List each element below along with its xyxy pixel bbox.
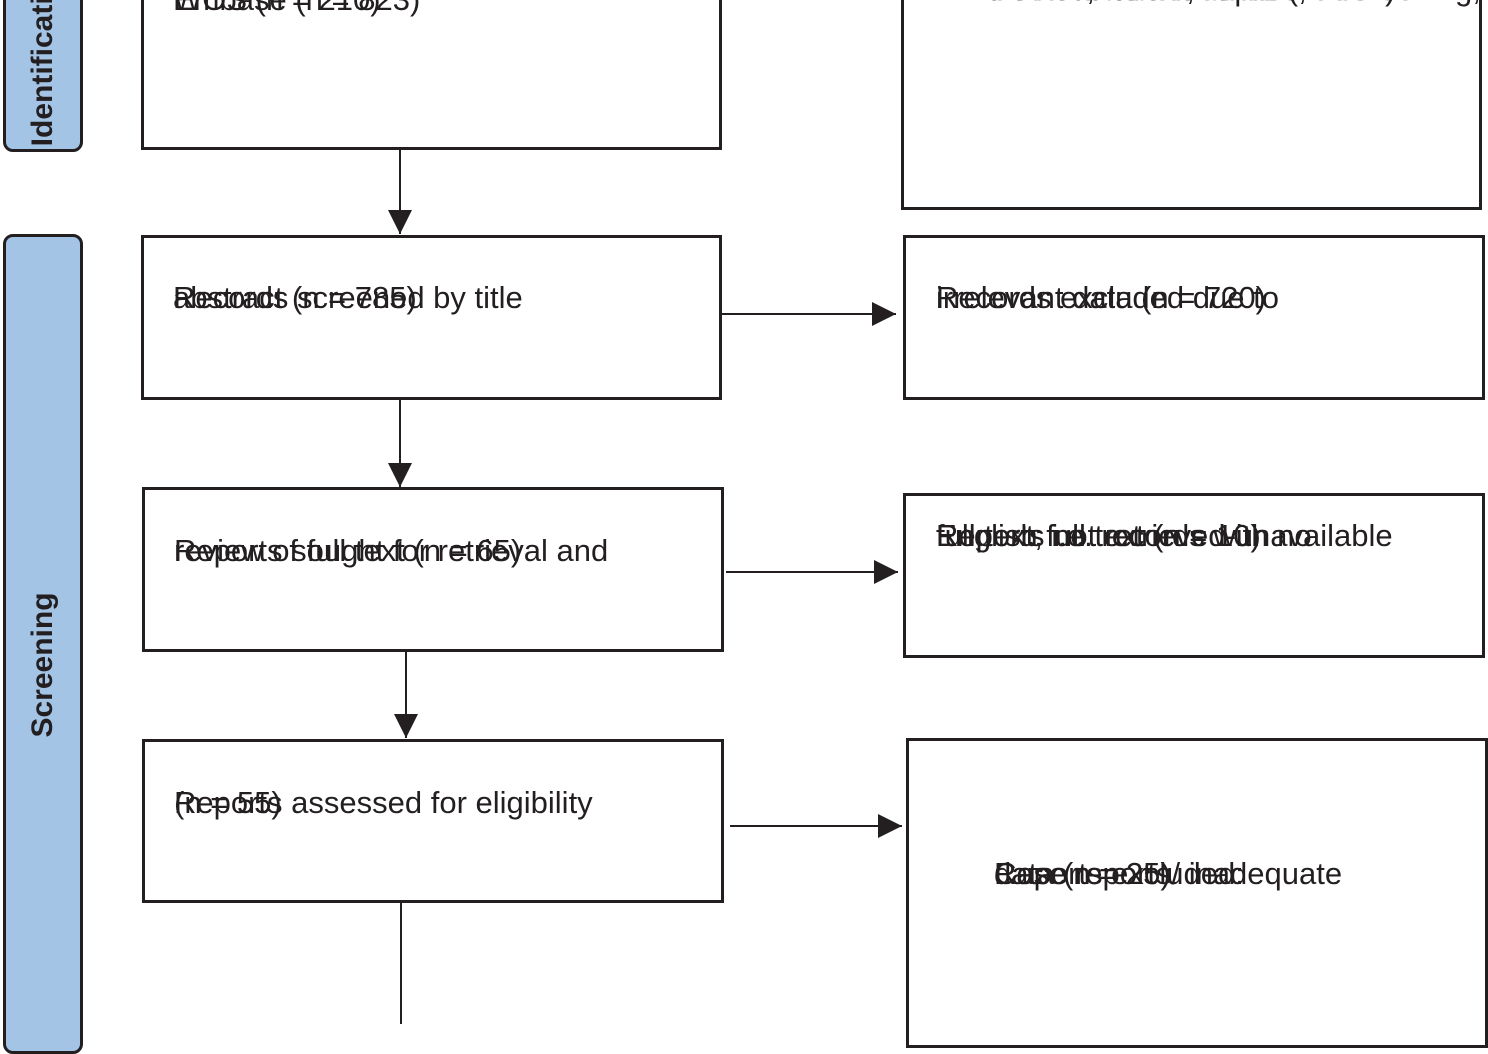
records-excluded-box: Records excluded due to irrelevant data … <box>903 235 1485 400</box>
removed-line: Records removed before screening; <box>988 0 1481 10</box>
reports-excluded-line: data (n = 25) <box>994 856 1171 891</box>
sought-line: Reports sought for retrieval and <box>174 533 609 568</box>
arrowhead-down <box>394 714 418 738</box>
excluded-line: irrelevant data (n = 720) <box>936 280 1266 315</box>
removed-line: articles, letter articles (n=232) <box>988 0 1395 10</box>
stage-identification-tab: Identification <box>3 0 83 152</box>
screened-line: Records screened by title <box>173 280 523 315</box>
not-retrieved-line: Reports not retrieved-unavailable <box>936 518 1393 553</box>
assessed-line: (n = 55) <box>174 785 282 820</box>
records-screened-box: Records screened by title abstract (n = … <box>141 235 722 400</box>
identified-records-box: Embase (n = 823) WOS (n = 210) <box>141 0 722 150</box>
flow-connectors <box>388 149 902 1024</box>
reports-excluded-box: Reports excluded: Case reports/ inadequa… <box>906 738 1488 1048</box>
removed-line: Comments and replies; i.e. <box>988 0 1357 10</box>
screened-line: abstract (n = 785) <box>173 280 417 315</box>
reports-excluded-line: Case reports/ inadequate <box>994 856 1343 891</box>
records-removed-box: Records removed before screening; Commen… <box>901 0 1482 210</box>
reports-sought-box: Reports sought for retrieval and review … <box>142 487 724 652</box>
reports-not-retrieved-box: Reports not retrieved-unavailable full t… <box>903 493 1485 658</box>
identified-line: Embase (n = 823) <box>173 0 420 20</box>
not-retrieved-line: full text; i.e. records with no <box>936 518 1312 553</box>
reports-assessed-box: Reports assessed for eligibility (n = 55… <box>142 739 724 903</box>
arrowhead-right <box>878 814 902 838</box>
arrowhead-down <box>388 210 412 234</box>
arrowheads <box>388 210 902 838</box>
reports-excluded-line: Reports excluded: <box>994 856 1244 891</box>
sought-line: review of full text (n = 65) <box>174 533 522 568</box>
identified-line: WOS (n = 210) <box>173 0 381 20</box>
removed-line: animal studies, review <box>988 0 1293 10</box>
arrowhead-right <box>872 302 896 326</box>
assessed-line: Reports assessed for eligibility <box>174 785 593 820</box>
not-retrieved-line: English full text (n = 10) <box>936 518 1261 553</box>
arrowhead-down <box>388 463 412 487</box>
excluded-line: Records excluded due to <box>936 280 1279 315</box>
stage-screening-tab: Screening <box>3 234 83 1054</box>
arrowhead-right <box>874 560 898 584</box>
